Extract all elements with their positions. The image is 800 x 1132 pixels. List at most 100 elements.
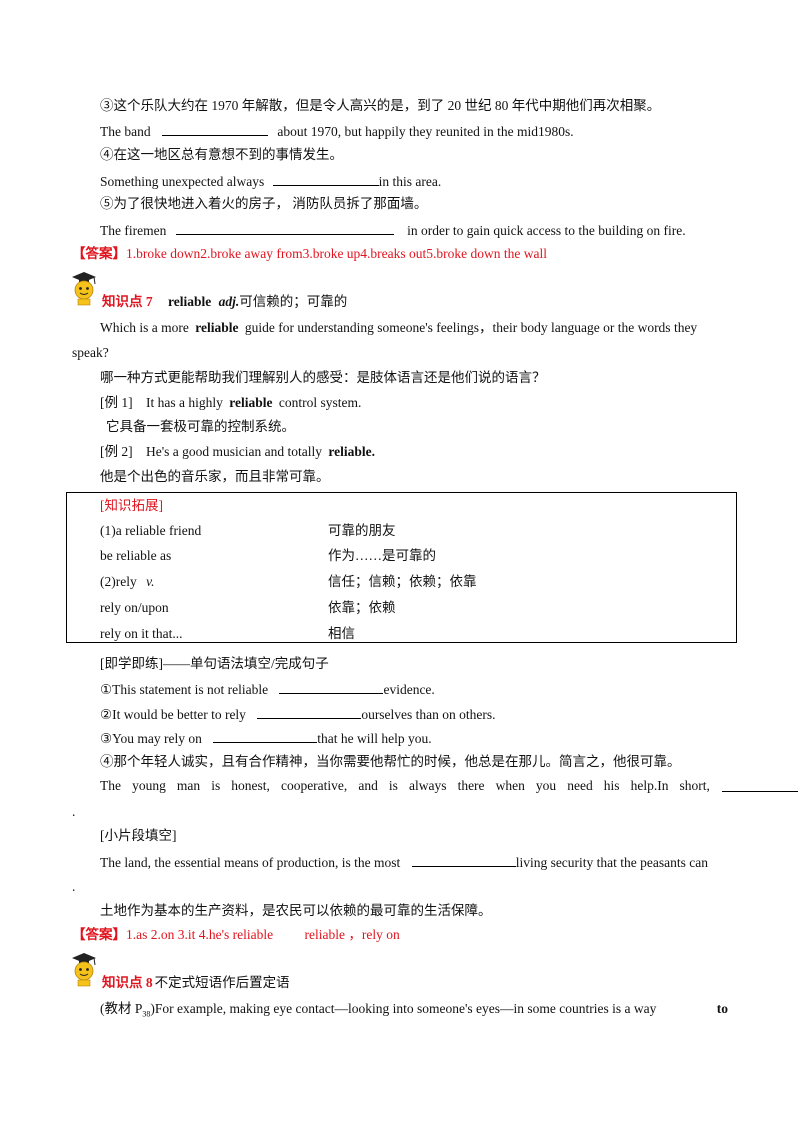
word: you <box>535 778 557 793</box>
kp8-text-body: (教材 P38)For example, making eye contact—… <box>100 1000 656 1024</box>
word: is <box>211 778 221 793</box>
expansion-row-en: (1)a reliable friend <box>100 523 202 538</box>
example-1-label: [例 1] <box>100 395 133 410</box>
expansion-row-en: be reliable as <box>100 548 172 563</box>
example-1-keyword: reliable <box>229 395 273 410</box>
sentence-5-zh: ⑤为了很快地进入着火的房子， 消防队员拆了那面墙。 <box>100 196 428 211</box>
kp8-text-row: (教材 P38)For example, making eye contact—… <box>100 1000 728 1024</box>
expansion-row-word: (2)rely <box>100 574 137 589</box>
kp7-word: reliable <box>168 294 212 309</box>
sentence-4-en: Something unexpected always in this area… <box>100 171 441 191</box>
answer-blank[interactable] <box>175 220 394 235</box>
expansion-title: [知识拓展] <box>100 498 163 513</box>
kp7-question-start: Which is a more <box>100 320 189 335</box>
practice-item-1-end: evidence. <box>383 682 435 697</box>
word: young <box>132 778 166 793</box>
word: is <box>388 778 398 793</box>
kp7-pos: adj. <box>218 294 240 309</box>
sentence-5-en-end: in order to gain quick access to the bui… <box>407 223 686 238</box>
sentence-4-en-start: Something unexpected always <box>100 174 265 189</box>
kp7-question-zh: 哪一种方式更能帮助我们理解别人的感受：是肢体语言还是他们说的语言？ <box>100 370 546 385</box>
kp8-meaning: 不定式短语作后置定语 <box>154 975 290 990</box>
word: honest, <box>231 778 270 793</box>
word: his <box>603 778 620 793</box>
expansion-row-zh: 相信 <box>328 626 355 641</box>
answer-line-1: 【答案】1.broke down2.broke away from3.broke… <box>72 245 547 263</box>
practice-item-1: ①This statement is not reliable evidence… <box>100 679 435 699</box>
kp8-text: (教材 P38)For example, making eye contact—… <box>100 1000 728 1024</box>
paragraph-en: The land, the essential means of product… <box>100 852 708 872</box>
expansion-row-en: rely on/upon <box>100 600 169 615</box>
word: help.In <box>630 778 669 793</box>
example-1-zh: 它具备一套极可靠的控制系统。 <box>106 419 295 434</box>
practice-item-3-end: that he will help you. <box>317 731 432 746</box>
kp7-question-keyword: reliable <box>195 320 239 335</box>
example-2: [例 2] He's a good musician and totally r… <box>100 443 375 461</box>
kp7-meaning: 可信赖的；可靠的 <box>239 294 348 309</box>
word: always <box>409 778 447 793</box>
practice-item-4-words: The young man is honest, cooperative, an… <box>100 777 710 795</box>
answer-label: 【答案】 <box>72 927 126 942</box>
answer-blank[interactable] <box>411 852 516 867</box>
answer-blank[interactable] <box>279 679 384 694</box>
practice-item-3: ③You may rely on that he will help you. <box>100 728 432 748</box>
answer-blank[interactable] <box>213 728 318 743</box>
kp7-question-cont: speak? <box>72 345 109 360</box>
word: man <box>176 778 201 793</box>
kp7-title: 知识点 7 <box>102 294 153 309</box>
example-1-start: It has a highly <box>146 395 223 410</box>
word: there <box>457 778 485 793</box>
kp7-question-end: guide for understanding someone's feelin… <box>244 320 698 335</box>
word: and <box>358 778 378 793</box>
paragraph-en-end: living security that the peasants can <box>515 855 709 870</box>
word: when <box>495 778 525 793</box>
expansion-row-zh: 可靠的朋友 <box>328 523 396 538</box>
example-2-label: [例 2] <box>100 444 133 459</box>
sentence-5-en-start: The firemen <box>100 223 167 238</box>
line-end-period: . <box>72 879 76 894</box>
expansion-row-zh: 依靠；依赖 <box>328 600 396 615</box>
sentence-3-en-end: about 1970, but happily they reunited in… <box>277 124 574 139</box>
practice-item-2: ②It would be better to rely ourselves th… <box>100 704 496 724</box>
line-end-period: . <box>72 804 76 819</box>
expansion-row-en: (2)rely v. <box>100 573 154 591</box>
expansion-row-zh: 作为……是可靠的 <box>328 548 436 563</box>
kp8-sentence: )For example, making eye contact—looking… <box>150 1001 657 1016</box>
example-2-start: He's a good musician and totally <box>146 444 323 459</box>
expansion-row-pos: v. <box>146 574 155 589</box>
sentence-3-en-start: The band <box>100 124 151 139</box>
answer-text: 1.broke down2.broke away from3.broke up4… <box>126 246 548 261</box>
practice-item-3-start: ③You may rely on <box>100 731 202 746</box>
answer-extra: reliable ，rely on <box>304 927 400 942</box>
kp8-source: (教材 P <box>100 1001 143 1016</box>
answer-blank[interactable] <box>722 777 798 792</box>
knowledge-expansion-box <box>66 492 737 643</box>
answer-blank[interactable] <box>161 121 268 136</box>
expansion-row-zh: 信任；信赖；依赖；依靠 <box>328 574 477 589</box>
answer-line-2: 【答案】1.as 2.on 3.it 4.he's reliable relia… <box>72 926 400 944</box>
answer-blank[interactable] <box>272 171 379 186</box>
sentence-4-zh: ④在这一地区总有意想不到的事情发生。 <box>100 147 343 162</box>
example-1-end: control system. <box>278 395 362 410</box>
sentence-3-en: The band about 1970, but happily they re… <box>100 121 574 141</box>
practice-item-4-en: The young man is honest, cooperative, an… <box>100 777 710 795</box>
kp8-page-number: 38 <box>142 1009 151 1019</box>
paragraph-en-start: The land, the essential means of product… <box>100 855 401 870</box>
example-1: [例 1] It has a highly reliable control s… <box>100 394 361 412</box>
answer-label: 【答案】 <box>72 246 126 261</box>
word: The <box>100 778 121 793</box>
kp8-title: 知识点 8 <box>102 975 153 990</box>
sentence-5-en: The firemen in order to gain quick acces… <box>100 220 686 240</box>
practice-item-4-zh: ④那个年轻人诚实，且有合作精神，当你需要他帮忙的时候，他总是在那儿。简言之，他很… <box>100 754 681 769</box>
answer-blank[interactable] <box>257 704 362 719</box>
answer-text: 1.as 2.on 3.it 4.he's reliable <box>126 927 274 942</box>
expansion-row-en: rely on it that... <box>100 626 183 641</box>
practice-item-1-start: ①This statement is not reliable <box>100 682 269 697</box>
practice-item-2-start: ②It would be better to rely <box>100 707 246 722</box>
word: short, <box>679 778 710 793</box>
word: need <box>567 778 593 793</box>
paragraph-zh: 土地作为基本的生产资料，是农民可以依赖的最可靠的生活保障。 <box>100 903 492 918</box>
practice-item-2-end: ourselves than on others. <box>361 707 496 722</box>
sentence-4-en-end: in this area. <box>378 174 442 189</box>
sentence-3-zh: ③这个乐队大约在 1970 年解散，但是令人高兴的是，到了 20 世纪 80 年… <box>100 98 661 113</box>
